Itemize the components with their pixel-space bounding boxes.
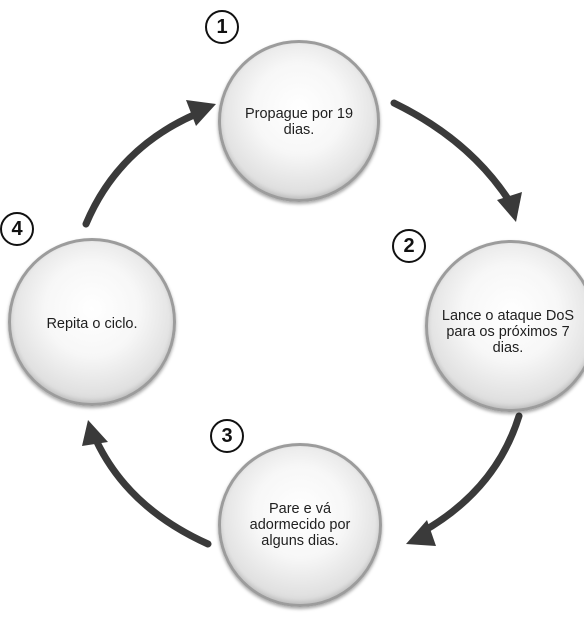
- arrow-step2-to-step3: [418, 412, 523, 536]
- step-3-label: Pare e vá adormecido por alguns dias.: [218, 501, 382, 549]
- step-3-line-2: adormecido por: [249, 517, 351, 533]
- arrow-step1-to-step2: [390, 99, 514, 206]
- arrow-step3-to-step4: [92, 436, 212, 548]
- step-2-label: Lance o ataque DoS para os próximos 7 di…: [420, 308, 584, 356]
- step-4-circle: [8, 238, 176, 406]
- step-1-line-2: dias.: [283, 122, 315, 138]
- step-3-badge: 3: [210, 419, 244, 453]
- step-3-line-1: Pare e vá: [268, 501, 332, 517]
- step-2-circle: [425, 240, 584, 412]
- step-3-circle: [218, 443, 382, 607]
- step-4-badge: 4: [0, 212, 34, 246]
- step-2-line-1: Lance o ataque DoS: [441, 308, 575, 324]
- arrowhead-step3-to-step4: [82, 420, 108, 446]
- step-4-label: Repita o ciclo.: [8, 316, 176, 332]
- step-4-line-1: Repita o ciclo.: [46, 316, 138, 332]
- step-1-circle: [218, 40, 380, 202]
- step-3-line-3: alguns dias.: [261, 533, 339, 549]
- step-2-line-2: para os próximos 7: [446, 324, 570, 340]
- arrowhead-step4-to-step1: [186, 100, 216, 126]
- arrow-step4-to-step1: [82, 110, 200, 228]
- arrowhead-step1-to-step2: [497, 192, 522, 222]
- step-2-badge: 2: [392, 229, 426, 263]
- step-1-badge: 1: [205, 10, 239, 44]
- step-2-line-3: dias.: [492, 340, 524, 356]
- arrowhead-step2-to-step3: [406, 520, 436, 546]
- step-1-line-1: Propague por 19: [244, 106, 354, 122]
- step-1-label: Propague por 19 dias.: [218, 106, 380, 138]
